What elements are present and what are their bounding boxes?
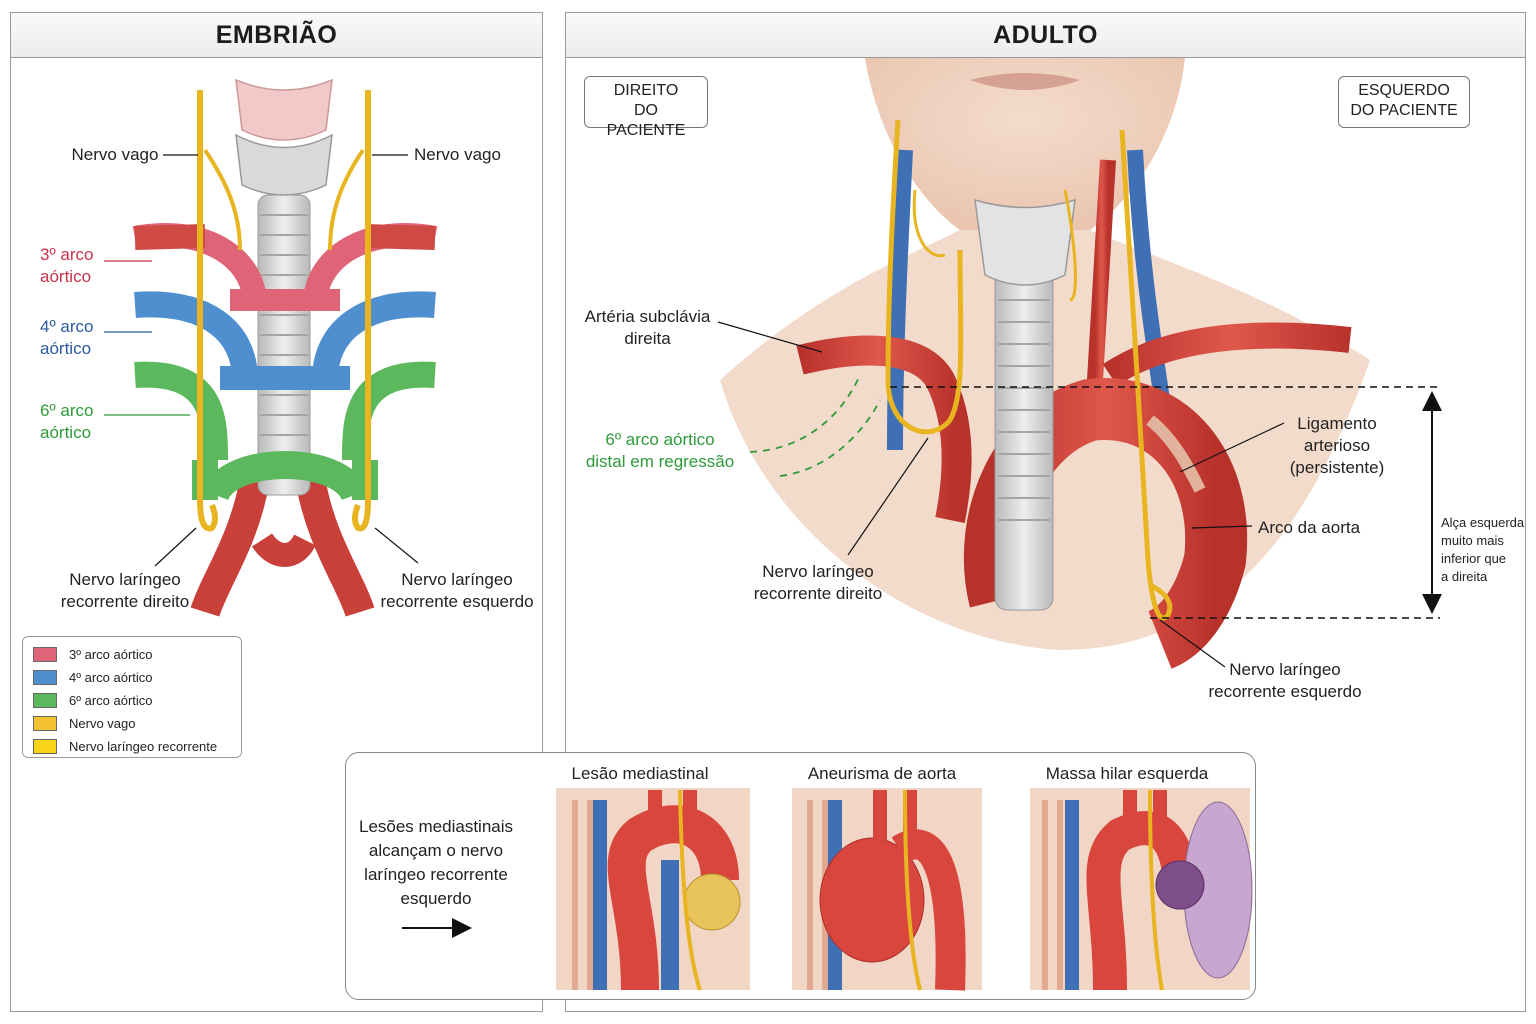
arch6-label-line1: 6º arco: [40, 401, 94, 420]
embryo-rln-left-label: Nervo laríngeo recorrente esquerdo: [378, 569, 536, 613]
embryo-rln-left-line1: Nervo laríngeo: [401, 570, 513, 589]
legend-swatch: [33, 693, 57, 708]
loop-note-line4: a direita: [1441, 569, 1488, 584]
legend-item: Nervo laríngeo recorrente: [33, 735, 231, 758]
subclavian-line2: direita: [624, 329, 671, 348]
legend-label: Nervo vago: [69, 716, 136, 731]
aortic-arch-label: Arco da aorta: [1258, 518, 1361, 537]
adult-rln-left-line1: Nervo laríngeo: [1229, 660, 1341, 679]
arch4-label: 4º arco aórtico: [40, 316, 93, 360]
loop-note-line2: muito mais: [1441, 533, 1504, 548]
sixth-arch-regression-label: 6º arco aórtico distal em regressão: [578, 429, 742, 473]
arch3-label-line1: 3º arco: [40, 245, 94, 264]
embryo-rln-right-line1: Nervo laríngeo: [69, 570, 181, 589]
embryo-vagus-left-label: Nervo vago: [71, 145, 159, 164]
lesion-title-aneurysm: Aneurisma de aorta: [807, 764, 957, 783]
legend-item: Nervo vago: [33, 712, 231, 735]
patient-right-line2: DO PACIENTE: [606, 102, 686, 139]
legend-item: 6º arco aórtico: [33, 689, 231, 712]
adult-rln-right-line1: Nervo laríngeo: [762, 562, 874, 581]
subclavian-line1: Artéria subclávia: [584, 307, 711, 326]
legend-swatch: [33, 739, 57, 754]
embryo-rln-right-label: Nervo laríngeo recorrente direito: [50, 569, 200, 613]
lesion-title-mediastinal: Lesão mediastinal: [571, 764, 709, 783]
embryo-drawing: [132, 78, 438, 617]
adult-title: ADULTO: [566, 13, 1525, 58]
arch4-label-line1: 4º arco: [40, 317, 94, 336]
lesions-caption-line3: laríngeo recorrente: [364, 865, 508, 884]
embryo-vagus-right-label: Nervo vago: [414, 145, 501, 164]
legend-label: 4º arco aórtico: [69, 670, 153, 685]
sixth-arch-line1: 6º arco aórtico: [605, 430, 715, 449]
adult-leader-lines: [717, 321, 1442, 668]
legend-item: 4º arco aórtico: [33, 666, 231, 689]
patient-left-line2: DO PACIENTE: [1350, 102, 1458, 119]
patient-right-box: DIREITO DO PACIENTE: [584, 76, 708, 139]
legend-label: 6º arco aórtico: [69, 693, 153, 708]
embryo-rln-left-line2: recorrente esquerdo: [380, 592, 534, 611]
embryo-leader-lines: [104, 154, 419, 567]
embryo-rln-right-line2: recorrente direito: [60, 592, 190, 611]
lesion-title-hilar: Massa hilar esquerda: [1045, 764, 1209, 783]
subclavian-label: Artéria subclávia direita: [575, 306, 720, 350]
loop-note-line3: inferior que: [1441, 551, 1507, 566]
loop-note-line1: Alça esquerda: [1441, 515, 1525, 530]
adult-rln-right-label: Nervo laríngeo recorrente direito: [740, 561, 896, 605]
legend-label: 3º arco aórtico: [69, 647, 153, 662]
arch3-label: 3º arco aórtico: [40, 244, 93, 288]
arch6-label: 6º arco aórtico: [40, 400, 93, 444]
legend-swatch: [33, 716, 57, 731]
adult-rln-left-line2: recorrente esquerdo: [1208, 682, 1362, 701]
lesions-caption: Lesões mediastinais alcançam o nervo lar…: [355, 815, 517, 911]
adult-drawing: [720, 58, 1370, 669]
adult-rln-right-line2: recorrente direito: [753, 584, 883, 603]
lesions-caption-line2: alcançam o nervo: [368, 841, 504, 860]
adult-rln-left-label: Nervo laríngeo recorrente esquerdo: [1200, 659, 1370, 703]
ligament-line3: (persistente): [1289, 458, 1385, 477]
arch6-label-line2: aórtico: [40, 423, 92, 442]
embryo-title: EMBRIÃO: [11, 13, 542, 58]
legend-item: 3º arco aórtico: [33, 643, 231, 666]
arch4-label-line2: aórtico: [40, 339, 92, 358]
lesions-caption-line4: esquerdo: [400, 889, 472, 908]
arch3-label-line2: aórtico: [40, 267, 92, 286]
ligament-line2: arterioso: [1303, 436, 1371, 455]
loop-note: Alça esquerda muito mais inferior que a …: [1441, 514, 1533, 586]
ligament-line1: Ligamento: [1297, 414, 1377, 433]
patient-left-line1: ESQUERDO: [1358, 82, 1450, 99]
legend-label: Nervo laríngeo recorrente: [69, 739, 218, 754]
legend: 3º arco aórtico 4º arco aórtico 6º arco …: [22, 636, 242, 758]
patient-left-box: ESQUERDO DO PACIENTE: [1338, 76, 1470, 128]
lesions-caption-line1: Lesões mediastinais: [358, 817, 514, 836]
sixth-arch-line2: distal em regressão: [585, 452, 735, 471]
patient-right-line1: DIREITO: [613, 82, 679, 99]
legend-swatch: [33, 647, 57, 662]
ligament-label: Ligamento arterioso (persistente): [1276, 413, 1398, 479]
legend-swatch: [33, 670, 57, 685]
